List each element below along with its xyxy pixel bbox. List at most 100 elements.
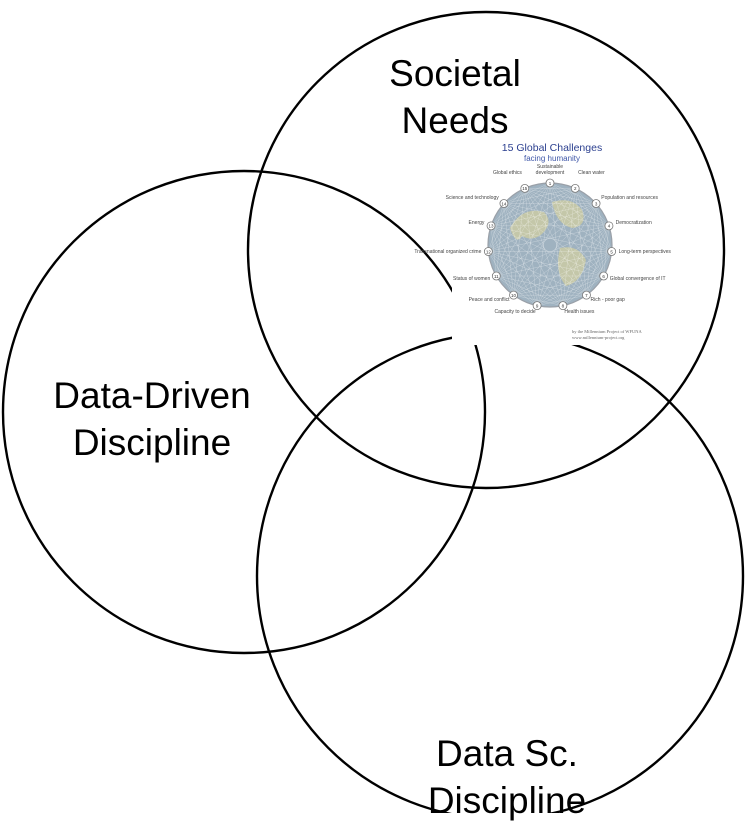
globe-connector: [490, 203, 597, 227]
globe-connector: [524, 188, 538, 306]
globe-connector: [488, 251, 563, 306]
challenge-node: [599, 271, 609, 281]
challenge-node: [582, 290, 591, 300]
globe-connector: [562, 251, 612, 306]
challenge-node-number: 4: [608, 224, 611, 229]
challenge-node: [558, 301, 568, 311]
label-data-driven-line-1: Data-Driven: [53, 375, 251, 416]
globe-connector: [488, 251, 587, 296]
challenge-node-number: 14: [501, 201, 507, 206]
globe-connector: [513, 225, 610, 296]
challenge-label: Science and technology: [445, 195, 499, 202]
globe-connector: [488, 203, 505, 252]
globe-connector: [496, 188, 576, 277]
globe-connector: [488, 251, 538, 306]
globe-connector: [496, 275, 563, 306]
challenge-label: Energy: [468, 220, 485, 227]
globe-connector: [524, 188, 612, 252]
globe-connector: [586, 203, 597, 296]
label-data-driven-discipline: Data-Driven Discipline: [18, 372, 286, 466]
label-data-science-discipline: Data Sc. Discipline: [392, 730, 622, 824]
globe-connector: [503, 203, 610, 227]
globe-connector: [562, 225, 610, 306]
globe-connector: [549, 182, 604, 277]
globe-connector: [503, 182, 551, 204]
globe-connector: [496, 188, 525, 277]
globe-connector: [524, 188, 604, 277]
globe-connector: [524, 188, 564, 306]
globe-connector: [595, 203, 612, 252]
challenge-label: Sustainable development: [535, 164, 565, 176]
globe-landmass: [558, 247, 586, 286]
globe-connector: [496, 182, 551, 277]
globe-connector: [488, 251, 604, 277]
globe-connector: [537, 294, 587, 306]
challenge-node: [499, 199, 509, 208]
label-data-science-line-1: Data Sc.: [436, 733, 578, 774]
label-societal-needs-line-1: Societal: [389, 53, 521, 94]
globe-connector: [524, 188, 597, 204]
globe-connector: [575, 188, 610, 226]
globe-connector: [503, 203, 587, 296]
globe-connector: [503, 188, 576, 204]
globe-connector: [549, 182, 587, 296]
challenge-label: Global convergence of IT: [609, 276, 666, 282]
globe-connector: [488, 203, 597, 252]
globe-connector: [549, 182, 597, 204]
globe-connector: [496, 275, 587, 296]
challenge-node-number: 10: [511, 293, 517, 298]
globe-connector: [513, 182, 551, 296]
challenge-label: Clean water: [578, 169, 605, 176]
globe-connector: [496, 275, 538, 306]
globe-connector: [562, 188, 576, 306]
globe-connector: [488, 188, 525, 252]
label-societal-needs: Societal Needs: [370, 50, 540, 144]
globe-connector: [537, 275, 604, 306]
globe-connector: [496, 251, 612, 277]
circle-data-driven-discipline: [1, 169, 487, 655]
challenge-node-number: 3: [595, 201, 598, 206]
challenge-node: [570, 183, 580, 193]
challenge-node: [520, 183, 530, 193]
challenge-node: [545, 178, 555, 188]
globe-connector: [513, 188, 525, 296]
globe-connector: [562, 203, 597, 306]
challenge-node: [607, 247, 617, 256]
challenge-node-number: 12: [486, 249, 492, 254]
challenge-node-number: 11: [494, 274, 499, 279]
challenge-label: Rich - poor gap: [590, 297, 625, 304]
globe-connector: [536, 225, 610, 306]
globe-connector: [490, 182, 551, 226]
challenge-node-number: 15: [522, 186, 528, 191]
challenge-node-number: 8: [562, 303, 565, 308]
challenge-node: [591, 199, 601, 208]
globe-connector: [496, 203, 505, 277]
globe-connector: [513, 275, 604, 296]
globe-connector: [488, 251, 514, 296]
globe-connector: [490, 188, 576, 227]
challenge-label: Transnational organized crime: [414, 248, 482, 255]
globe-connector: [536, 203, 597, 306]
globe-connector: [490, 225, 587, 296]
globe-connector: [503, 203, 612, 252]
challenge-node-number: 2: [574, 186, 577, 191]
challenges-footer-line-2: www.millennium-project.org: [572, 335, 625, 340]
challenge-label: Population and resources: [601, 195, 658, 202]
globe-connector: [586, 251, 612, 296]
globe-connector: [490, 225, 514, 296]
globe-connector: [490, 225, 497, 277]
globe-connector: [490, 225, 564, 306]
challenge-node: [483, 247, 493, 256]
circle-societal-needs: [246, 10, 726, 490]
challenge-node: [604, 221, 614, 231]
globe-connector: [562, 275, 604, 306]
globe-connector: [488, 182, 551, 252]
challenge-node-number: 6: [602, 274, 605, 279]
challenge-node-number: 9: [536, 303, 539, 308]
globe-connector: [490, 188, 525, 226]
globe-connector: [513, 294, 563, 306]
globe-connector: [488, 188, 576, 252]
